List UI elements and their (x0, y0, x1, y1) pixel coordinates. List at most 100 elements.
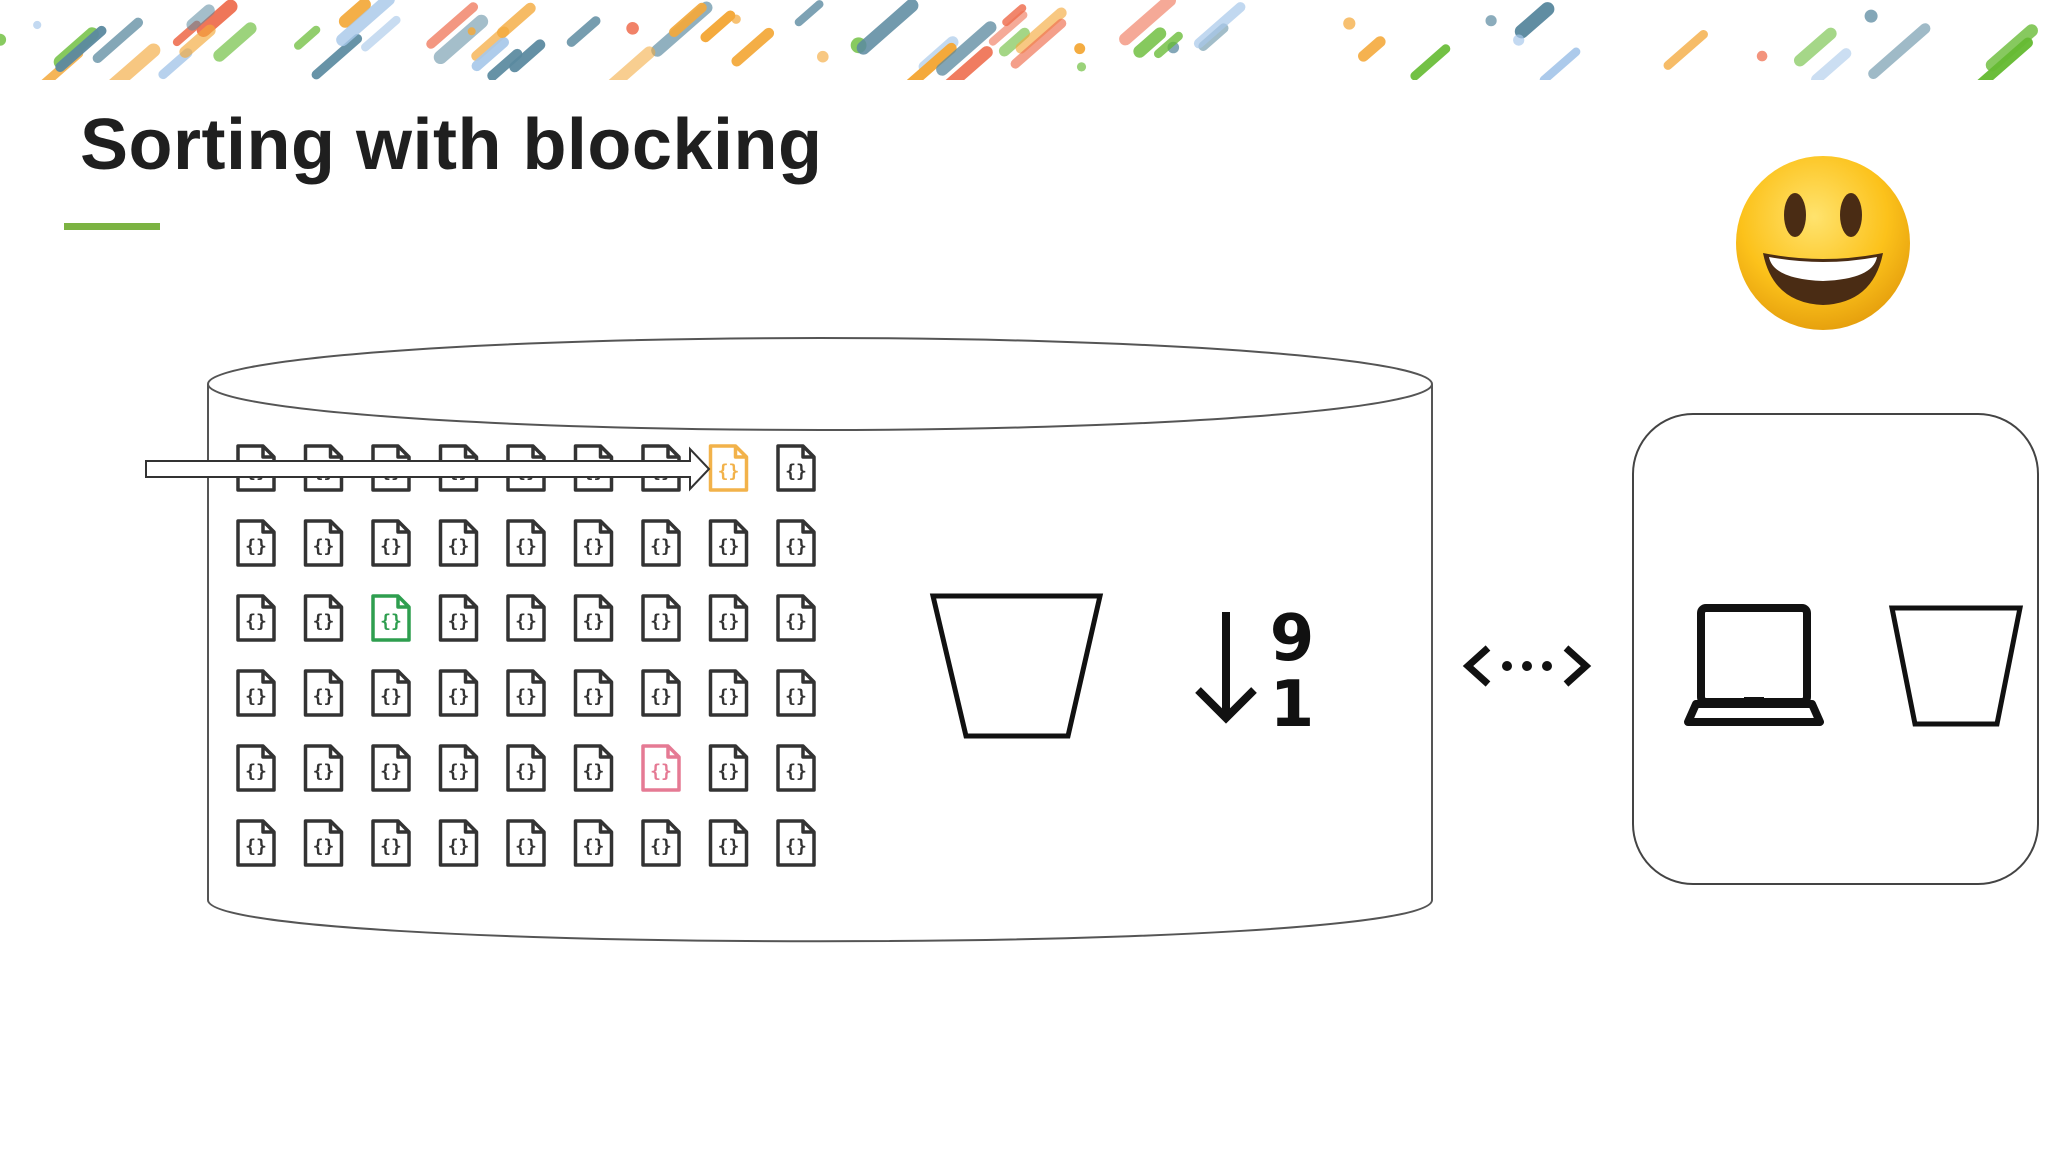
bidirectional-arrow-icon (1462, 645, 1592, 687)
stripe-dash (1977, 37, 2033, 80)
stripe-dash (361, 15, 401, 52)
decorative-stripes (0, 0, 2038, 80)
document-label: {} (380, 536, 402, 557)
stripe-dash (998, 27, 1030, 57)
smiley-face-icon (1736, 156, 1910, 330)
document-label: {} (245, 611, 267, 632)
stripe-dot (33, 20, 42, 30)
stripe-dash (794, 0, 824, 27)
json-document-icon: {} (303, 669, 344, 717)
json-document-icon: {} (776, 519, 816, 567)
document-label: {} (448, 761, 470, 782)
stripe-dot (467, 27, 476, 36)
document-label: {} (515, 611, 537, 632)
document-label: {} (785, 536, 807, 557)
json-document-icon: {} (236, 519, 276, 567)
stripe-dash (1793, 27, 1837, 67)
json-document-icon: {} (708, 819, 749, 867)
json-document-icon: {} (438, 669, 479, 717)
document-label: {} (313, 836, 335, 857)
stripe-dot (1513, 34, 1525, 46)
json-document-icon: {} (641, 519, 681, 567)
json-document-icon: {} (236, 669, 276, 717)
json-document-icon: {} (371, 519, 411, 567)
stripe-dash (566, 16, 601, 47)
document-label: {} (313, 761, 335, 782)
json-document-icon: {} (371, 744, 411, 792)
stripe-dash (669, 2, 707, 38)
stripe-dash (509, 39, 546, 73)
document-label: {} (245, 536, 267, 557)
json-document-icon: {} (708, 594, 749, 642)
sort-descending-icon: 9 1 (1195, 602, 1315, 742)
laptop-icon (1684, 604, 1824, 726)
json-document-icon: {} (438, 519, 479, 567)
stripe-dash (487, 48, 523, 80)
document-label: {} (380, 611, 402, 632)
page-title: Sorting with blocking (80, 105, 823, 185)
stripe-dash (186, 4, 215, 31)
stripe-dash (731, 27, 775, 67)
json-document-icon-scanned: {} (708, 444, 749, 492)
sort-digit-top: 9 (1270, 602, 1315, 676)
stripe-dash (1119, 0, 1176, 46)
document-label: {} (718, 461, 740, 482)
json-document-icon: {} (303, 744, 344, 792)
document-label: {} (650, 761, 672, 782)
stripe-dash (433, 14, 489, 65)
json-document-icon: {} (371, 669, 411, 717)
document-label: {} (515, 686, 537, 707)
json-document-icon: {} (303, 594, 344, 642)
scan-arrow-icon (145, 446, 711, 492)
json-document-icon: {} (506, 519, 546, 567)
stripe-dot (1076, 62, 1087, 72)
stripe-dot (1074, 43, 1086, 55)
stripe-dash (1193, 2, 1246, 49)
stripe-dash (179, 24, 216, 58)
document-label: {} (313, 686, 335, 707)
stripe-dash (1985, 24, 2038, 72)
document-label: {} (313, 536, 335, 557)
json-document-icon: {} (236, 819, 276, 867)
json-document-icon: {} (573, 519, 614, 567)
document-label: {} (515, 536, 537, 557)
stripe-dot (0, 33, 7, 46)
stripe-dash (1811, 48, 1852, 80)
json-document-icon: {} (438, 594, 479, 642)
document-label: {} (245, 761, 267, 782)
stripe-dot (1485, 15, 1497, 27)
document-label: {} (448, 686, 470, 707)
json-document-icon: {} (708, 744, 749, 792)
stripe-dash (988, 10, 1028, 46)
document-label: {} (785, 611, 807, 632)
stripe-dash (426, 2, 479, 49)
json-document-icon: {} (506, 669, 546, 717)
json-document-icon: {} (371, 819, 411, 867)
document-label: {} (245, 686, 267, 707)
stripe-dash (92, 17, 144, 64)
stripe-dot (1343, 17, 1356, 30)
stripe-dash (1010, 18, 1067, 69)
stripe-dash (1002, 4, 1027, 27)
json-document-icon: {} (573, 669, 614, 717)
json-document-icon: {} (776, 444, 816, 492)
stripe-dash (700, 10, 736, 43)
stripe-dash (109, 43, 161, 80)
stripe-dot (817, 50, 829, 63)
json-document-icon: {} (506, 819, 546, 867)
document-label: {} (515, 761, 537, 782)
document-label: {} (448, 536, 470, 557)
json-document-icon: {} (438, 744, 479, 792)
json-document-icon: {} (776, 744, 816, 792)
document-label: {} (380, 686, 402, 707)
stripe-dot (1864, 9, 1878, 23)
document-label: {} (583, 836, 605, 857)
stripe-dash (856, 0, 919, 55)
document-label: {} (650, 686, 672, 707)
document-label: {} (718, 761, 740, 782)
json-document-icon: {} (438, 819, 479, 867)
document-label: {} (785, 761, 807, 782)
document-label: {} (583, 611, 605, 632)
document-label: {} (583, 686, 605, 707)
